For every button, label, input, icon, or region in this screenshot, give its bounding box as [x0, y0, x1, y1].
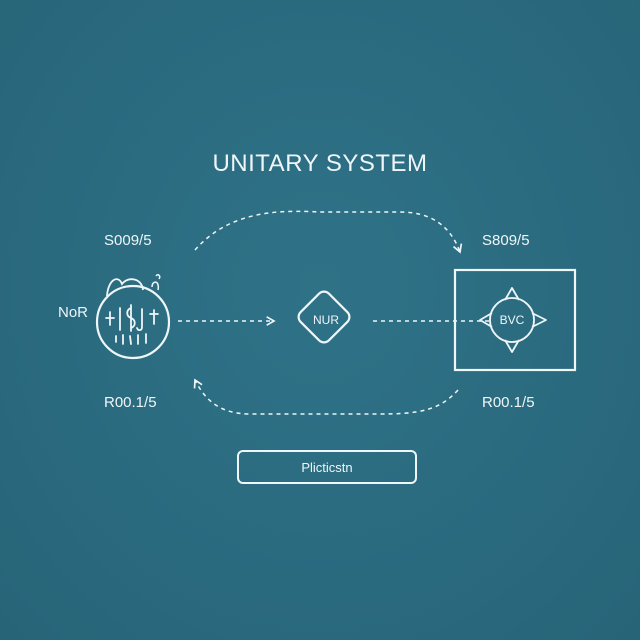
diamond-node-icon	[297, 290, 351, 344]
top-flow-arrow	[194, 210, 463, 254]
action-button[interactable]: Plicticstn	[237, 450, 417, 484]
bottom-left-label: R00.1/5	[104, 394, 157, 411]
right-node[interactable]	[453, 268, 577, 372]
top-left-label: S009/5	[104, 232, 152, 249]
left-node[interactable]	[95, 274, 171, 360]
middle-node[interactable]	[296, 289, 353, 346]
bottom-flow-arrow	[193, 378, 459, 415]
right-node-label: BVC	[499, 313, 525, 327]
circuit-glyph-icon	[105, 304, 159, 345]
middle-node-label: NUR	[313, 313, 339, 327]
left-node-label: NoR	[58, 304, 89, 321]
top-right-label: S809/5	[482, 232, 530, 249]
diamond-compass-icon	[479, 287, 547, 353]
diagram-title: UNITARY SYSTEM	[212, 150, 428, 177]
bottom-right-label: R00.1/5	[482, 394, 535, 411]
